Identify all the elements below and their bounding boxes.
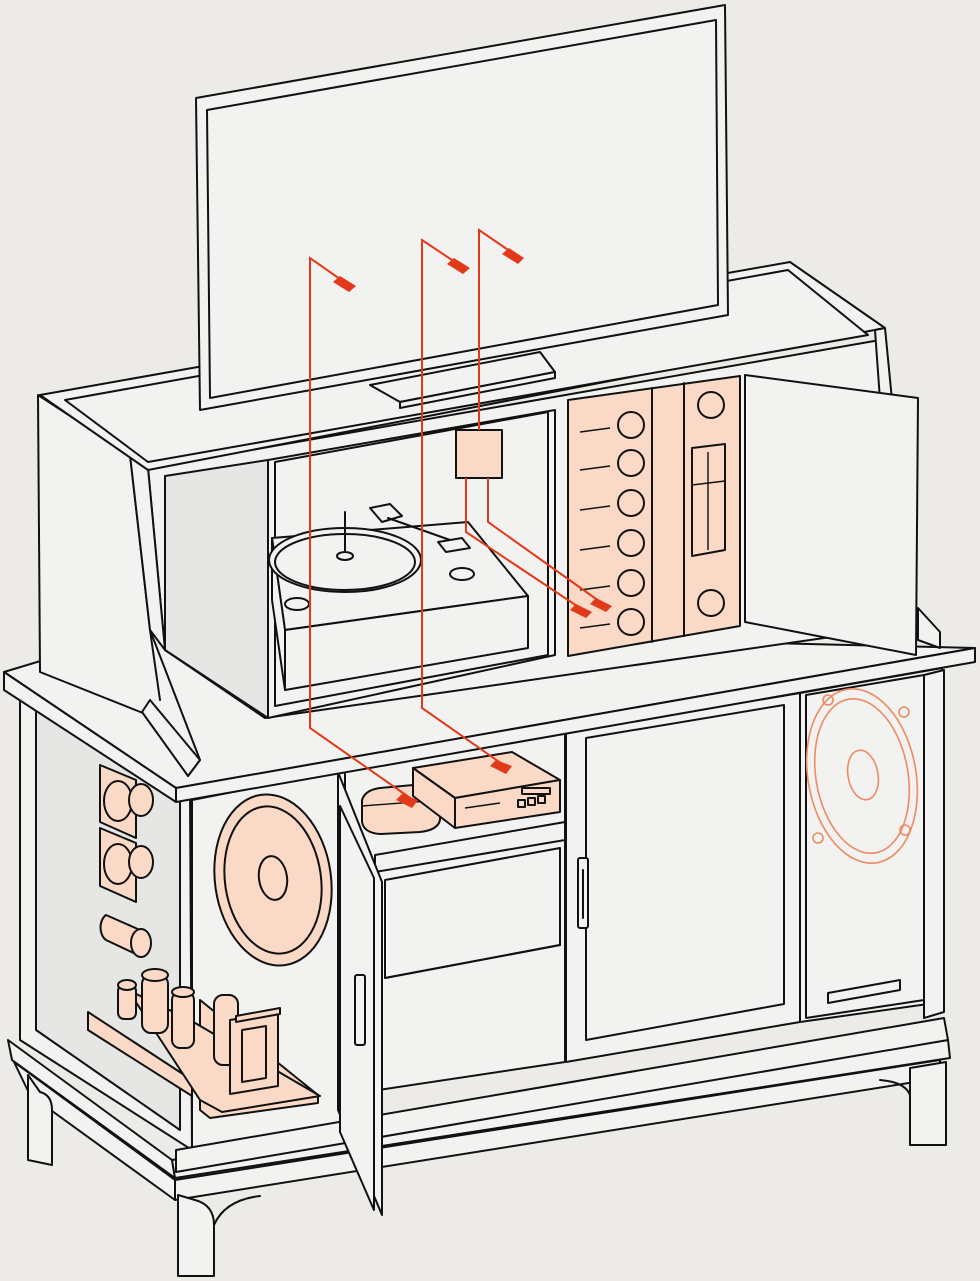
flat-screen-tv [195,4,729,411]
knob[interactable] [284,597,310,611]
junction-box [455,429,503,479]
leg-front-left [177,1194,215,1277]
tweeter-upper [99,764,154,839]
knob-column [579,411,645,636]
door-handle-left[interactable] [354,974,366,1046]
tuning-knob[interactable] [697,391,725,419]
leg-back-left [27,1074,53,1166]
receiver [567,375,741,657]
woofer-speaker [213,793,333,967]
knob[interactable] [449,567,475,581]
wire-junction-to-receiver-a [465,478,587,613]
connection-wires [309,228,612,808]
wire-junction-to-tv [478,228,521,430]
tonearm-base [369,503,403,523]
tweeter-lower [99,827,154,903]
cartridge [437,537,471,553]
wire-player-to-tv [421,238,506,767]
wire-streaming-to-tv [309,256,414,801]
media-player [412,751,561,829]
capacitor-cylinder [99,914,152,958]
open-left-door[interactable] [337,771,383,1216]
hidden-speaker-outline [805,688,919,864]
tube-amplifier [87,968,321,1119]
volume-knob[interactable] [697,589,725,617]
leg-front-right [909,1061,947,1146]
vent-slot [827,979,901,1004]
wire-junction-to-receiver-b [487,478,607,607]
